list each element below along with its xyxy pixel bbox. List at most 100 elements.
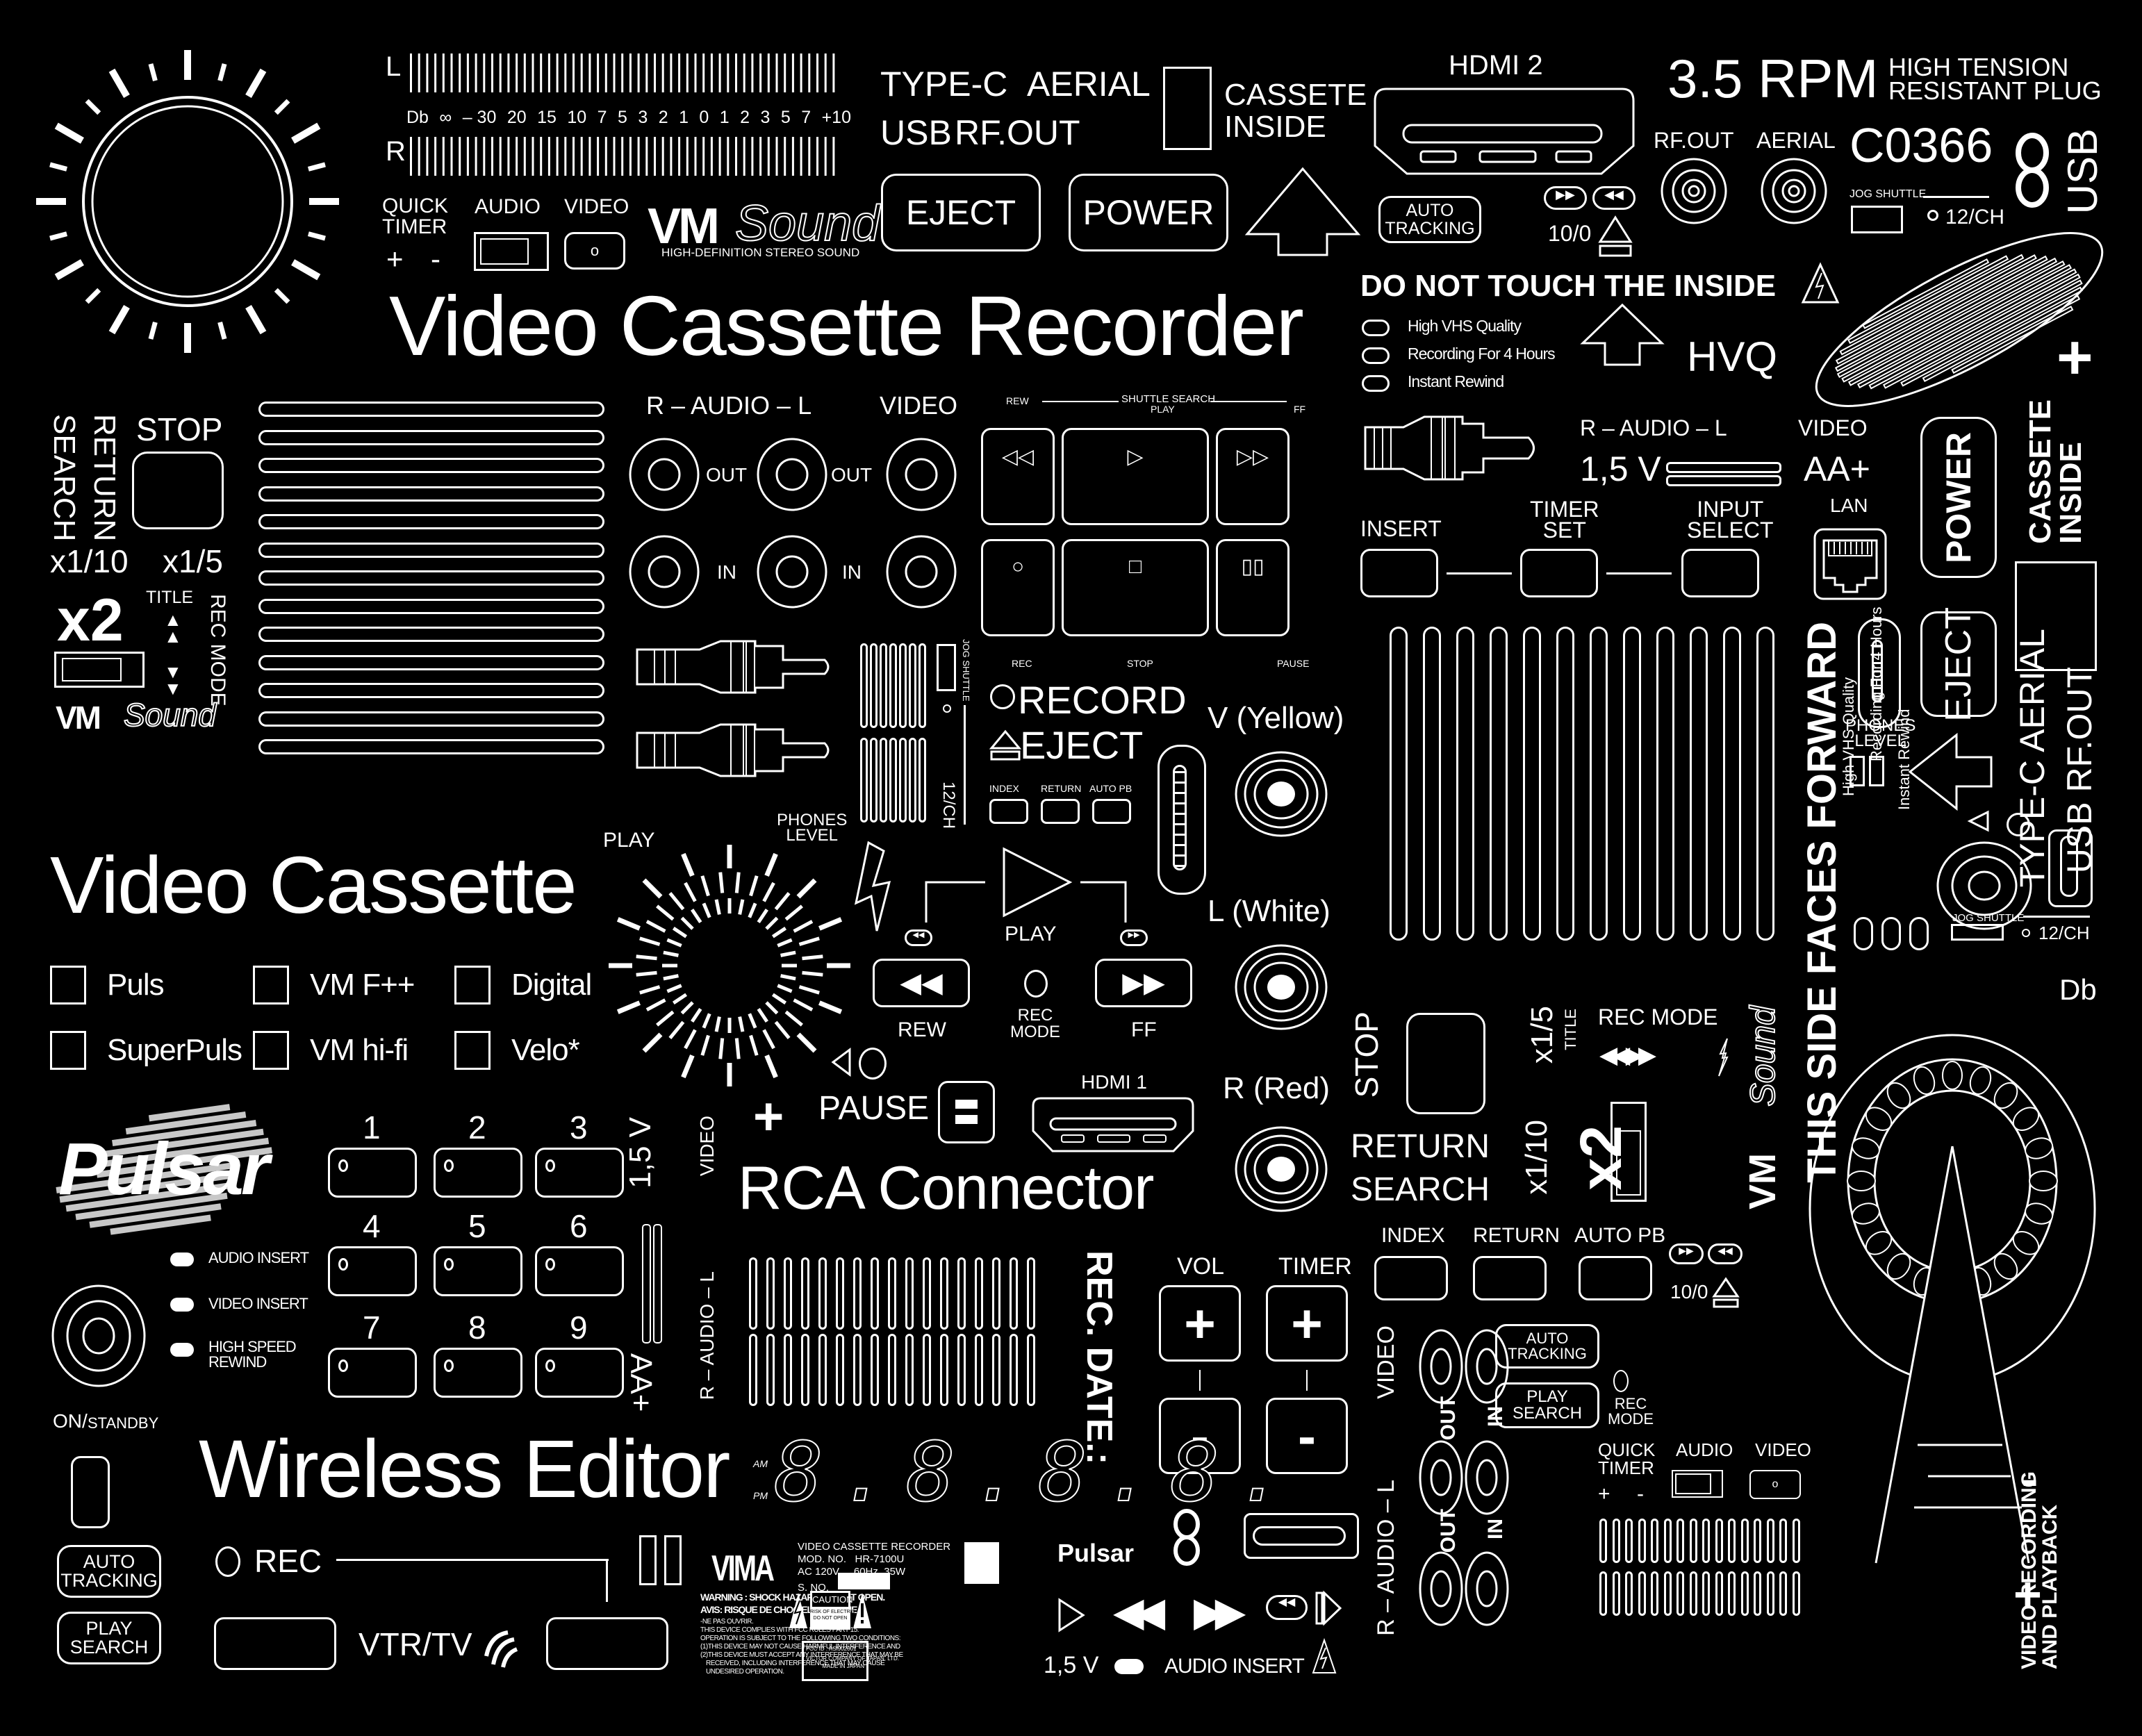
keypad-button[interactable] xyxy=(535,1246,624,1296)
timer-minus-button[interactable]: - xyxy=(1266,1398,1348,1474)
rca-jack[interactable] xyxy=(628,535,700,609)
right-red-jack[interactable] xyxy=(1234,1125,1328,1213)
rewind-big-icon[interactable]: ◀◀ xyxy=(1113,1589,1165,1635)
play-button[interactable]: ▷ xyxy=(1062,428,1209,525)
vtr-right-button[interactable] xyxy=(546,1617,668,1670)
play-search-button[interactable]: PLAY SEARCH xyxy=(57,1612,161,1664)
audio-switch-right[interactable] xyxy=(1672,1470,1723,1498)
speed-switch[interactable] xyxy=(54,652,145,688)
timer-set-button[interactable] xyxy=(1520,549,1598,597)
pause-big-button[interactable] xyxy=(938,1081,995,1143)
vol-plus-button[interactable]: + xyxy=(1159,1285,1241,1362)
keypad-button[interactable] xyxy=(535,1348,624,1398)
video-yellow-jack[interactable] xyxy=(1234,750,1328,838)
rf-out-jack[interactable] xyxy=(1659,156,1729,226)
video-switch[interactable]: o xyxy=(564,232,625,270)
keypad-button[interactable] xyxy=(434,1148,522,1198)
mini-button[interactable] xyxy=(989,799,1028,824)
auto-tracking-button-top[interactable]: AUTO TRACKING xyxy=(1378,196,1481,243)
vtr-left-button[interactable] xyxy=(214,1617,336,1670)
aerial-jack[interactable] xyxy=(1759,156,1829,226)
rca-jack-bottom[interactable] xyxy=(1419,1551,1463,1627)
rca-jack-bottom[interactable] xyxy=(1419,1328,1463,1405)
usb-port-bottom[interactable] xyxy=(1244,1513,1359,1559)
audio-switch[interactable] xyxy=(474,232,549,271)
shuttle-ring-icon[interactable] xyxy=(1779,1034,2105,1564)
rec-mode-arrows[interactable]: ◀◀ ▶▶ xyxy=(1599,1042,1656,1068)
rew-button-small[interactable]: ◀◀ xyxy=(1592,186,1636,210)
index-button-right[interactable] xyxy=(1374,1256,1448,1300)
rew-pill-right[interactable]: ◀◀ xyxy=(1708,1243,1743,1264)
video-switch-right[interactable]: o xyxy=(1749,1470,1801,1499)
standby-button[interactable] xyxy=(71,1456,110,1528)
stop-button-right[interactable] xyxy=(1406,1013,1485,1114)
left-white-jack[interactable] xyxy=(1234,943,1328,1031)
keypad-button[interactable] xyxy=(434,1246,522,1296)
auto-tracking-button-right[interactable]: AUTO TRACKING xyxy=(1495,1324,1599,1369)
volume-dial-icon[interactable] xyxy=(35,49,340,354)
format-checkbox[interactable] xyxy=(253,1031,289,1070)
fast-forward-big-icon[interactable]: ▶▶ xyxy=(1194,1589,1246,1635)
rca-jack-bottom[interactable] xyxy=(1465,1551,1509,1627)
pause-button[interactable]: ▯▯ xyxy=(1216,539,1290,636)
speaker-jack-icon[interactable] xyxy=(50,1284,147,1388)
keypad-button[interactable] xyxy=(328,1246,417,1296)
rca-jack[interactable] xyxy=(756,535,828,609)
eject-button-vertical[interactable]: EJECT xyxy=(1920,607,1997,721)
title-down-icon[interactable]: ▼▼ xyxy=(164,661,182,699)
usb-c-port-vertical[interactable] xyxy=(1157,745,1206,895)
record-button[interactable]: ○ xyxy=(981,539,1055,636)
rca-jack-bottom[interactable] xyxy=(1465,1439,1509,1516)
speed-switch-right[interactable] xyxy=(1610,1102,1647,1202)
timer-plus-button[interactable]: + xyxy=(1266,1285,1348,1362)
stop-button[interactable]: □ xyxy=(1062,539,1209,636)
keypad-button[interactable] xyxy=(535,1148,624,1198)
rca-jack[interactable] xyxy=(885,535,957,609)
quick-timer-plus[interactable]: + xyxy=(386,242,404,275)
lan-port-icon[interactable] xyxy=(1813,528,1887,600)
rewind-pill-button[interactable]: ◀◀ xyxy=(1266,1595,1308,1620)
format-checkbox[interactable] xyxy=(454,1031,491,1070)
format-checkbox[interactable] xyxy=(454,966,491,1005)
format-checkbox[interactable] xyxy=(50,1031,86,1070)
rca-jack[interactable] xyxy=(628,438,700,511)
ff-button-small[interactable]: ▶▶ xyxy=(1544,186,1587,210)
rewind-button[interactable]: ◁◁ xyxy=(981,428,1055,525)
ff-button[interactable]: ▶▶ xyxy=(1095,959,1192,1007)
sunburst-dial-icon[interactable] xyxy=(609,845,850,1086)
rca-jack[interactable] xyxy=(885,438,957,511)
keypad-button[interactable] xyxy=(434,1348,522,1398)
format-checkbox[interactable] xyxy=(253,966,289,1005)
return-button-right[interactable] xyxy=(1473,1256,1547,1300)
ff-pill-right[interactable]: ▶▶ xyxy=(1669,1243,1704,1264)
format-checkbox[interactable] xyxy=(50,966,86,1005)
rca-jack-bottom[interactable] xyxy=(1419,1439,1463,1516)
quick-timer-minus[interactable]: - xyxy=(431,242,440,275)
insert-button[interactable] xyxy=(1360,549,1438,597)
auto-pb-button-right[interactable] xyxy=(1579,1256,1652,1300)
mini-button[interactable] xyxy=(1092,799,1131,824)
power-button[interactable]: POWER xyxy=(1069,174,1228,251)
keypad-button[interactable] xyxy=(328,1348,417,1398)
vol-minus-button[interactable]: - xyxy=(1159,1398,1241,1474)
mini-button[interactable] xyxy=(1041,799,1080,824)
quick-timer-plus-right[interactable]: + xyxy=(1598,1482,1610,1505)
keypad-button[interactable] xyxy=(328,1148,417,1198)
power-button-vertical[interactable]: POWER xyxy=(1920,417,1997,578)
input-select-button[interactable] xyxy=(1681,549,1759,597)
jog-shuttle-switch-top[interactable] xyxy=(1851,206,1903,233)
usb-c-port-right[interactable] xyxy=(1858,618,1901,728)
headphone-jack-right[interactable] xyxy=(1936,841,2033,931)
title-up-icon[interactable]: ▲▲ xyxy=(164,609,182,647)
jog-shuttle-switch-right[interactable] xyxy=(1951,924,2004,941)
jog-shuttle-switch-vertical[interactable] xyxy=(937,644,956,691)
rew-button[interactable]: ◀◀ xyxy=(873,959,970,1007)
usb-port-vertical[interactable] xyxy=(2048,829,2093,907)
rca-jack[interactable] xyxy=(756,438,828,511)
quick-timer-minus-right[interactable]: - xyxy=(1637,1482,1644,1505)
play-search-button-right[interactable]: PLAY SEARCH xyxy=(1495,1382,1599,1428)
fast-forward-button[interactable]: ▷▷ xyxy=(1216,428,1290,525)
auto-tracking-button[interactable]: AUTO TRACKING xyxy=(57,1545,161,1598)
eject-button[interactable]: EJECT xyxy=(881,174,1041,251)
stop-button-left[interactable] xyxy=(132,452,224,529)
